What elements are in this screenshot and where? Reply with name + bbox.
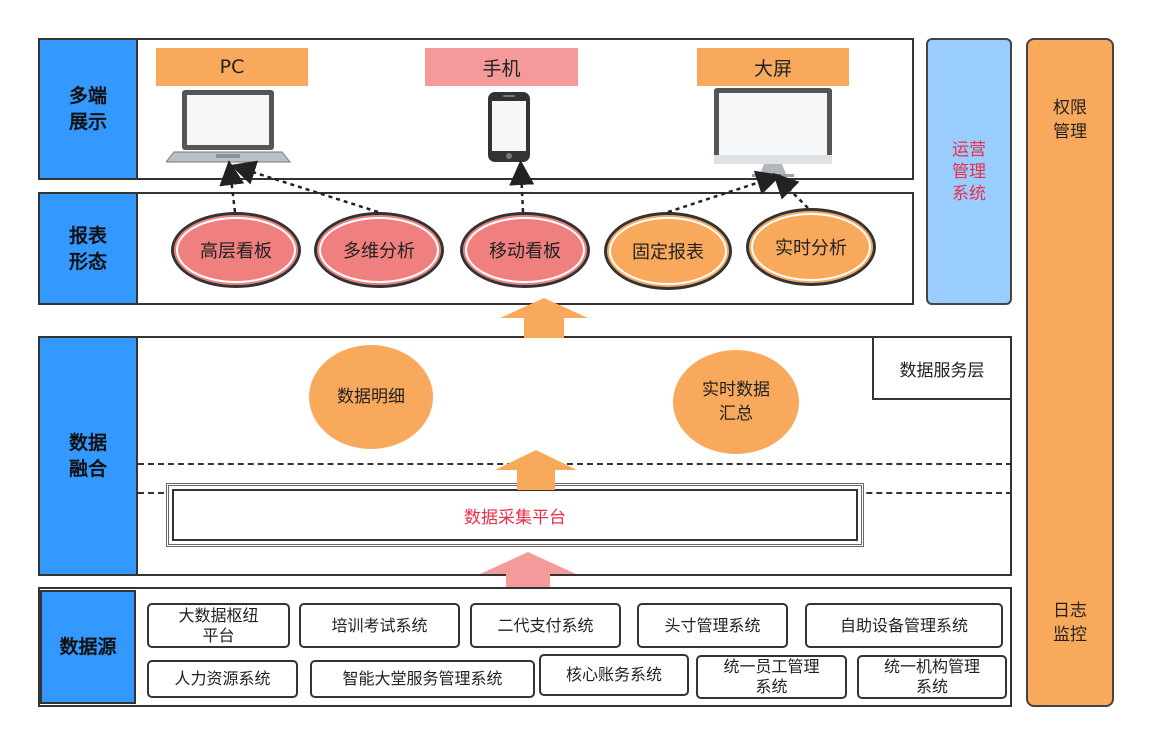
pc-label: PC — [156, 48, 308, 86]
permission-management-label: 权限 管理 — [1053, 98, 1087, 142]
phone-label: 手机 — [425, 48, 578, 86]
data-service-layer-box: 数据服务层 — [872, 336, 1012, 400]
connector-multidim-pc — [230, 160, 379, 214]
source-lobby-service: 智能大堂服务管理系统 — [310, 660, 535, 698]
connector-mobile-phone — [509, 160, 535, 213]
source-payment-system: 二代支付系统 — [470, 603, 621, 648]
fusion-layer-label: 数据 融合 — [38, 336, 138, 576]
source-position-management: 头寸管理系统 — [637, 603, 788, 648]
ops-management-system: 运营 管理 系统 — [926, 38, 1012, 305]
data-collection-platform: 数据采集平台 — [166, 483, 864, 547]
realtime-summary-node: 实时数据 汇总 — [673, 350, 799, 454]
connector-realtime-screen — [772, 172, 809, 209]
bigscreen-label: 大屏 — [697, 48, 849, 86]
report-realtime-analysis: 实时分析 — [746, 208, 876, 286]
phone-icon — [488, 92, 530, 162]
arrow-collection-to-fusion — [495, 450, 577, 490]
source-human-resources: 人力资源系统 — [147, 660, 298, 698]
source-core-accounting: 核心账务系统 — [539, 654, 689, 696]
data-detail-node: 数据明细 — [309, 345, 433, 449]
report-mobile-dashboard: 移动看板 — [460, 212, 590, 288]
permission-log-column — [1026, 38, 1114, 707]
report-executive-dashboard: 高层看板 — [171, 212, 301, 288]
source-self-service-devices: 自助设备管理系统 — [805, 603, 1003, 648]
arrow-source-to-collection — [480, 552, 576, 600]
connector-executive-pc — [219, 160, 245, 213]
arrow-fusion-to-report — [500, 298, 588, 338]
connector-fixed-screen — [667, 170, 782, 214]
fusion-divider-upper — [138, 463, 1012, 465]
report-layer-label: 报表 形态 — [38, 192, 138, 305]
laptop-icon — [166, 90, 292, 163]
log-monitoring-label: 日志 监控 — [1053, 601, 1087, 645]
source-bigdata-hub: 大数据枢纽 平台 — [147, 603, 290, 648]
source-unified-staff: 统一员工管理 系统 — [696, 655, 847, 699]
data-service-layer-label: 数据服务层 — [899, 360, 985, 381]
data-collection-platform-label: 数据采集平台 — [464, 507, 566, 528]
report-multidim-analysis: 多维分析 — [314, 212, 444, 288]
display-layer-label: 多端 展示 — [38, 38, 138, 180]
monitor-icon — [714, 88, 832, 177]
report-fixed-report: 固定报表 — [604, 212, 732, 290]
source-training-exam: 培训考试系统 — [299, 603, 460, 648]
source-unified-org: 统一机构管理 系统 — [857, 655, 1007, 699]
source-layer-label: 数据源 — [40, 590, 136, 704]
ops-management-label: 运营 管理 系统 — [952, 139, 986, 204]
